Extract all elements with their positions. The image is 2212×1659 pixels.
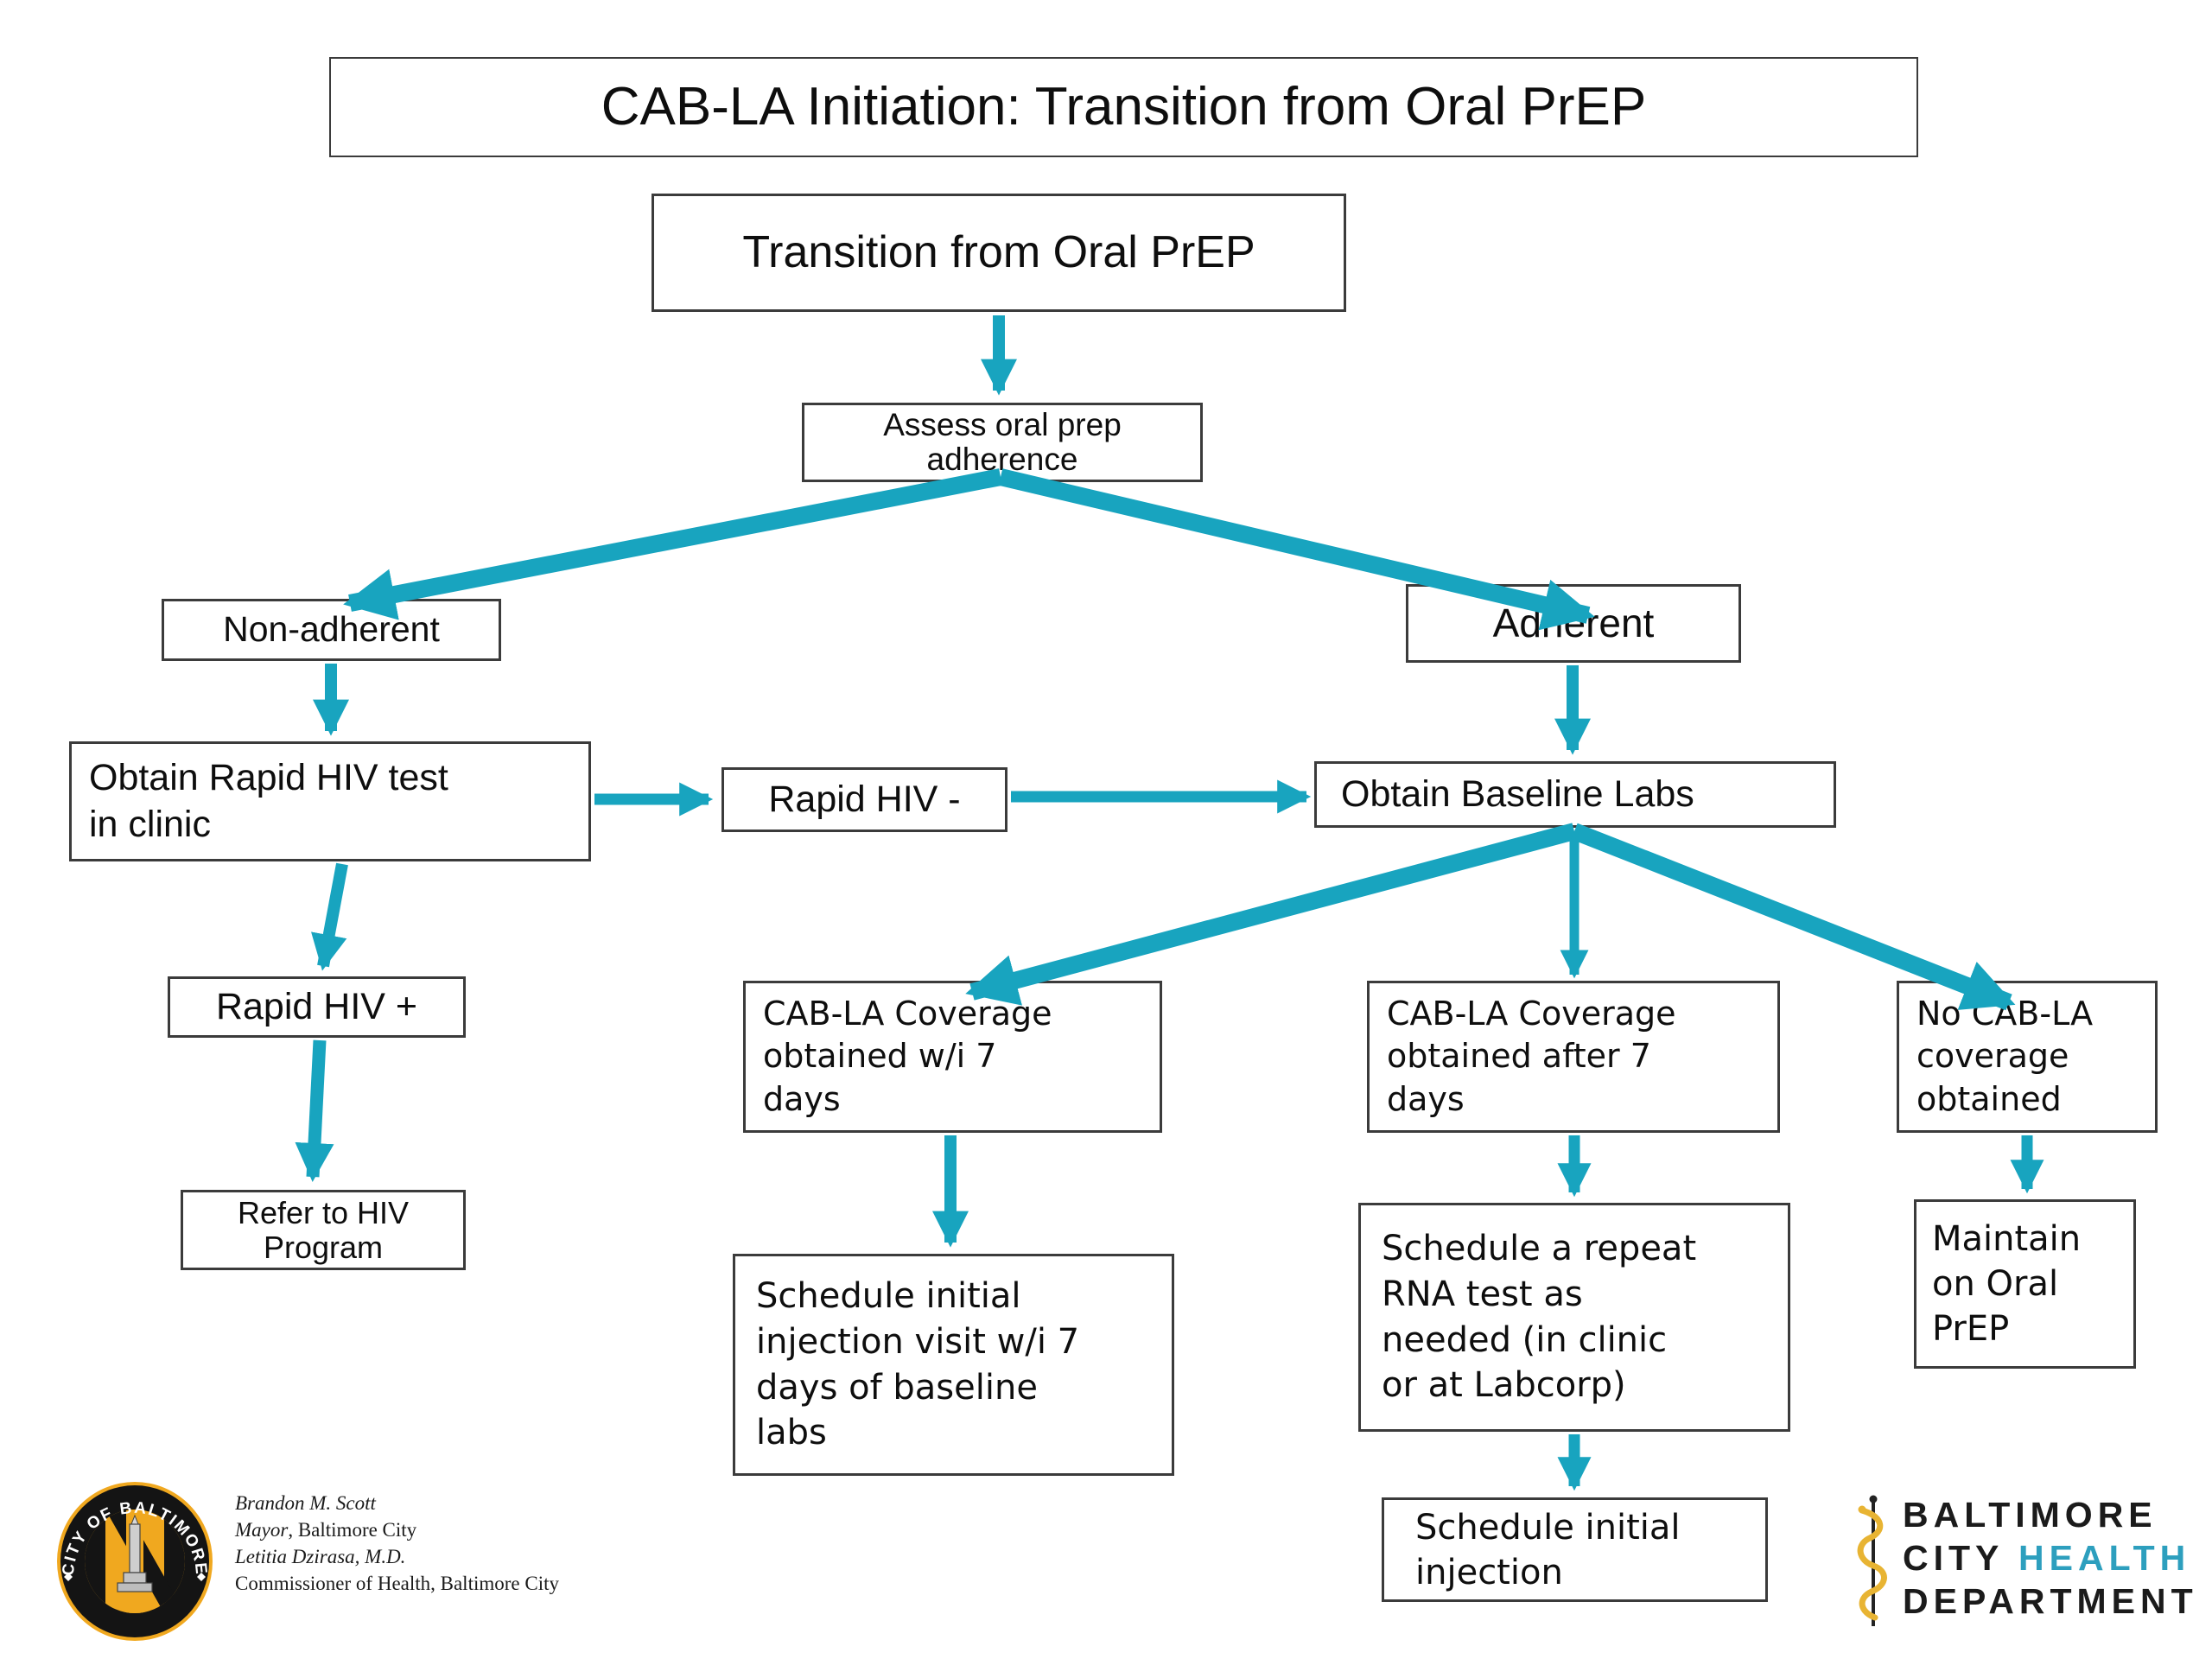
node-schedule-initial-injection: Schedule initial injection <box>1382 1497 1768 1602</box>
diagram-title-text: CAB-LA Initiation: Transition from Oral … <box>601 76 1646 137</box>
node-label: Obtain Rapid HIV test in clinic <box>89 755 448 849</box>
arrow-rapidtest-to-rapidpos <box>323 864 342 966</box>
bchd-line-city-health: CITY HEALTH <box>1903 1536 2198 1580</box>
node-label: Adherent <box>1493 601 1655 646</box>
node-no-coverage-obtained: No CAB-LA coverage obtained <box>1897 981 2158 1133</box>
node-schedule-repeat-rna-test: Schedule a repeat RNA test as needed (in… <box>1358 1203 1790 1432</box>
node-label: Rapid HIV - <box>768 779 960 821</box>
node-obtain-rapid-hiv-test: Obtain Rapid HIV test in clinic <box>69 741 591 861</box>
node-label: No CAB-LA coverage obtained <box>1916 993 2093 1121</box>
bchd-line-baltimore: BALTIMORE <box>1903 1493 2198 1536</box>
commissioner-title: Commissioner of Health, Baltimore City <box>235 1570 559 1597</box>
city-of-baltimore-seal: CITY OF BALTIMORE <box>54 1479 215 1643</box>
node-adherent: Adherent <box>1406 584 1741 663</box>
diagram-title: CAB-LA Initiation: Transition from Oral … <box>329 57 1918 157</box>
node-label: CAB-LA Coverage obtained after 7 days <box>1387 993 1676 1121</box>
commissioner-name: Letitia Dzirasa, M.D. <box>235 1543 559 1570</box>
arrow-labs-to-within7 <box>972 831 1574 992</box>
node-label: Rapid HIV + <box>216 986 417 1028</box>
bchd-wordmark: BALTIMORE CITY HEALTH DEPARTMENT <box>1903 1493 2198 1623</box>
node-maintain-on-oral-prep: Maintain on Oral PrEP <box>1914 1199 2136 1369</box>
arrow-rapidpos-to-refer <box>313 1040 320 1177</box>
node-label: Maintain on Oral PrEP <box>1932 1217 2081 1351</box>
node-label: Refer to HIV Program <box>238 1196 409 1264</box>
node-label: Obtain Baseline Labs <box>1341 773 1694 816</box>
node-label: CAB-LA Coverage obtained w/i 7 days <box>763 993 1052 1121</box>
bchd-health-teal: HEALTH <box>2018 1538 2190 1578</box>
node-refer-to-hiv-program: Refer to HIV Program <box>181 1190 466 1270</box>
node-non-adherent: Non-adherent <box>162 599 501 661</box>
node-label: Schedule initial injection visit w/i 7 d… <box>756 1274 1079 1456</box>
arrow-labs-to-nocov <box>1574 831 2009 1002</box>
bchd-line-department: DEPARTMENT <box>1903 1580 2198 1623</box>
node-assess-oral-prep-adherence: Assess oral prep adherence <box>802 403 1203 482</box>
node-obtain-baseline-labs: Obtain Baseline Labs <box>1314 761 1836 828</box>
mayor-name: Brandon M. Scott <box>235 1490 559 1516</box>
mayor-attribution-block: Brandon M. Scott Mayor, Baltimore City L… <box>235 1490 559 1597</box>
node-label: Transition from Oral PrEP <box>742 227 1255 279</box>
node-label: Schedule initial injection <box>1415 1505 1681 1595</box>
node-rapid-hiv-positive: Rapid HIV + <box>168 976 466 1038</box>
node-rapid-hiv-negative: Rapid HIV - <box>721 767 1007 832</box>
node-transition-from-oral-prep: Transition from Oral PrEP <box>652 194 1346 312</box>
rod-of-asclepius-icon <box>1856 1493 1891 1631</box>
baltimore-city-health-department-logo: BALTIMORE CITY HEALTH DEPARTMENT <box>1856 1493 2198 1631</box>
node-label: Schedule a repeat RNA test as needed (in… <box>1382 1226 1696 1408</box>
node-coverage-after-7-days: CAB-LA Coverage obtained after 7 days <box>1367 981 1780 1133</box>
node-coverage-within-7-days: CAB-LA Coverage obtained w/i 7 days <box>743 981 1162 1133</box>
node-label: Assess oral prep adherence <box>883 408 1122 477</box>
arrow-assess-to-nonadherent <box>350 477 1001 603</box>
mayor-title: Mayor, Baltimore City <box>235 1516 559 1543</box>
node-label: Non-adherent <box>223 609 440 650</box>
node-schedule-initial-injection-visit: Schedule initial injection visit w/i 7 d… <box>733 1254 1174 1476</box>
